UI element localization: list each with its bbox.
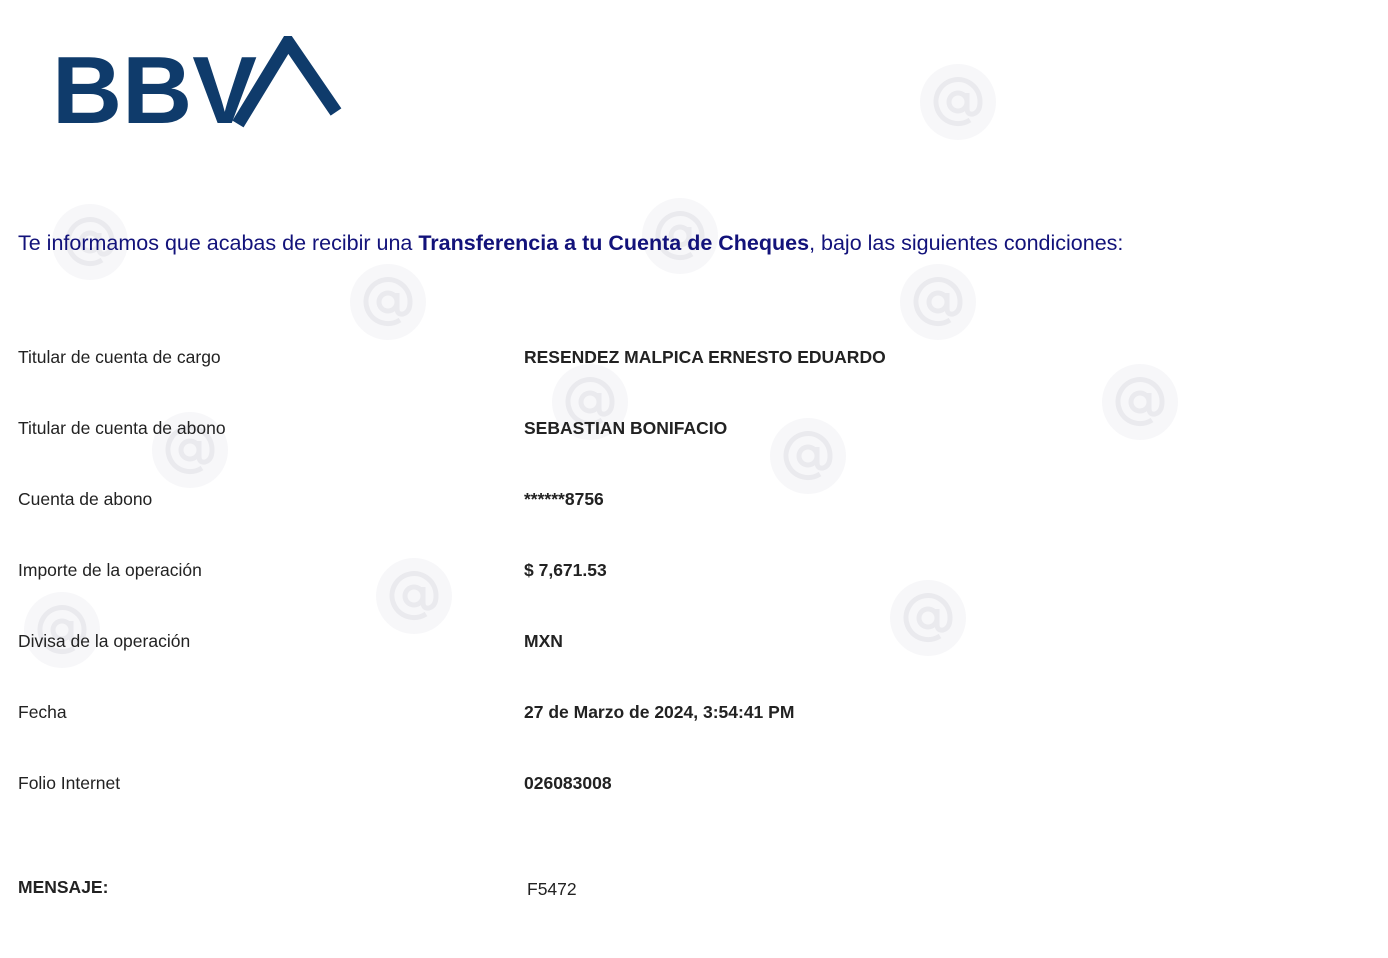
detail-value: $ 7,671.53 [524, 560, 607, 580]
detail-row: Divisa de la operación MXN [18, 631, 1318, 655]
detail-value: 026083008 [524, 773, 612, 793]
detail-value: SEBASTIAN BONIFACIO [524, 418, 728, 438]
detail-label: Fecha [18, 702, 67, 722]
intro-highlight: Transferencia a tu Cuenta de Cheques [418, 231, 810, 255]
watermark-icon [376, 558, 452, 634]
detail-row: Titular de cuenta de abono SEBASTIAN BONI… [18, 418, 1318, 442]
intro-before: Te informamos que acabas de recibir una [18, 231, 419, 255]
message-label: MENSAJE: [18, 877, 109, 897]
watermark-icon [552, 364, 628, 440]
detail-label: Divisa de la operación [18, 631, 191, 651]
detail-value: MXN [524, 631, 563, 651]
watermark-icon [920, 64, 996, 140]
intro-text: Te informamos que acabas de recibir una … [18, 231, 1123, 256]
watermark-icon [350, 264, 426, 340]
detail-value: RESENDEZ MALPICA ERNESTO EDUARDO [524, 347, 886, 367]
detail-label: Folio Internet [18, 773, 121, 793]
watermark-icon [770, 418, 846, 494]
watermark-icon [642, 198, 718, 274]
watermark-icon [900, 264, 976, 340]
detail-row: Folio Internet 026083008 [18, 773, 1318, 797]
detail-row: Titular de cuenta de cargo RESENDEZ MALPI… [18, 347, 1318, 371]
watermark-icon [890, 580, 966, 656]
watermark-icon [152, 412, 228, 488]
watermark-icon [1102, 364, 1178, 440]
detail-row: Importe de la operación $ 7,671.53 [18, 560, 1318, 584]
detail-row: Cuenta de abono ******8756 [18, 489, 1318, 513]
message-value: F5472 [527, 879, 577, 899]
detail-label: Titular de cuenta de cargo [18, 347, 221, 367]
detail-value: 27 de Marzo de 2024, 3:54:41 PM [524, 702, 795, 722]
detail-label: Cuenta de abono [18, 489, 153, 509]
detail-label: Importe de la operación [18, 560, 202, 580]
bbva-logo: BBV [52, 36, 342, 128]
detail-value: ******8756 [524, 489, 604, 509]
watermark-icon [24, 592, 100, 668]
intro-after: , bajo las siguientes condiciones: [809, 231, 1124, 255]
detail-label: Titular de cuenta de abono [18, 418, 226, 438]
watermark-icon [52, 204, 128, 280]
detail-row: Fecha 27 de Marzo de 2024, 3:54:41 PM [18, 702, 1318, 726]
message-row: MENSAJE: F5472 [18, 877, 1318, 901]
svg-text:BBV: BBV [52, 37, 257, 128]
